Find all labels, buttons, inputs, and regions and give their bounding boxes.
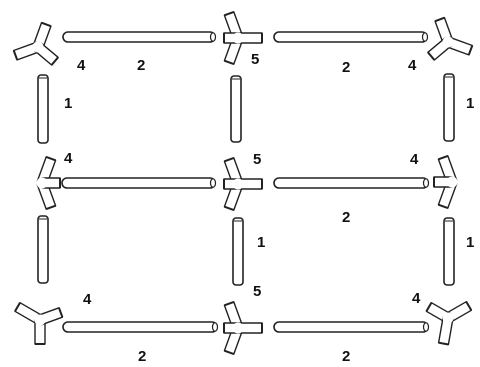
connector-top-middle [223,10,263,66]
tube-v-bot-left [37,215,49,284]
label-tube-1-top-left: 1 [64,95,72,112]
label-connector-top-left: 4 [77,57,86,74]
label-tube-2-top-left: 2 [137,57,145,74]
tube-v-bot-right [443,217,455,286]
label-tube-1-top-right: 1 [466,95,474,112]
tube-v-top-left [37,74,49,144]
label-tube-2-bot-left: 2 [138,348,146,365]
label-tube-1-bot-middle: 1 [257,234,265,251]
label-tube-2-bot-right: 2 [342,348,350,365]
tube-v-top-right [443,73,455,142]
label-tube-2-top-right: 2 [342,59,350,76]
connector-mid-right [433,154,458,210]
label-tube-2-mid-right: 2 [342,209,350,226]
label-connector-top-right: 4 [408,57,417,74]
label-connector-mid-left: 4 [64,150,73,167]
tube-v-top-middle [230,75,242,143]
tube-h-bot-left [62,321,219,333]
tube-h-bot-right [273,321,430,333]
label-connector-bot-left: 4 [83,291,92,308]
label-connector-mid-right: 4 [410,151,419,168]
connector-bot-left [14,302,64,345]
tube-h-top-right [273,31,429,43]
connector-top-left [12,21,59,66]
tube-h-top-left [62,31,217,43]
tube-h-mid-left [61,177,217,189]
connector-mid-middle [223,156,263,212]
connector-mid-left [36,155,61,211]
label-connector-mid-middle: 5 [253,151,261,168]
connector-top-right [427,16,474,61]
connector-bot-right [425,301,473,346]
label-connector-bot-middle: 5 [253,283,261,300]
tube-h-mid-right [273,177,430,189]
tube-v-bot-middle [232,217,244,286]
label-tube-1-bot-right: 1 [466,234,474,251]
connector-bot-middle [223,300,263,356]
label-connector-top-middle: 5 [251,51,259,68]
label-connector-bot-right: 4 [412,290,421,307]
